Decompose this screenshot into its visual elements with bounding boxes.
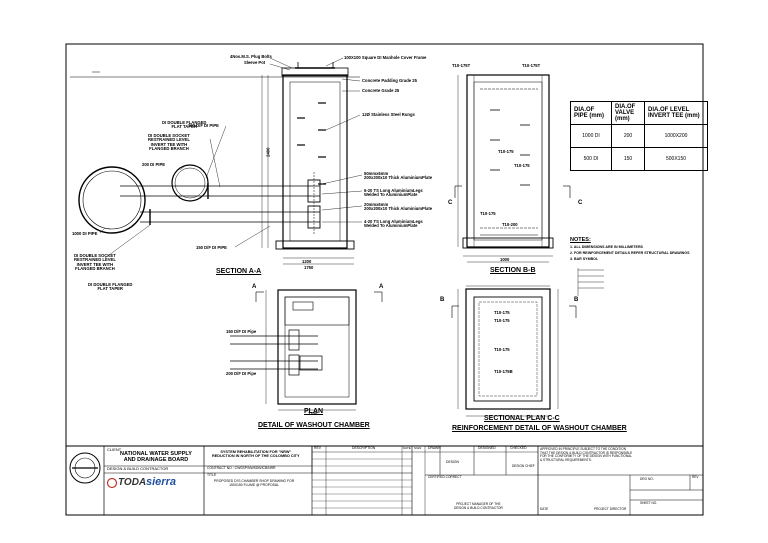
- tb-client: NATIONAL WATER SUPPLY AND DRAINAGE BOARD: [120, 451, 192, 464]
- label-1000-pipe: 1000 DI PIPE: [72, 231, 98, 236]
- label-socket-tee-top: DI DOUBLE SOCKET RESTRAINED LEVEL INVERT…: [148, 133, 190, 152]
- title-section-aa: SECTION A-A: [216, 268, 262, 275]
- label-manhole-cover: 100X100 Square DI Manhole Cover Frame: [344, 55, 427, 60]
- label-plan-pipe-150: 150 D/F DI Pipe: [226, 329, 257, 334]
- tb-date-2: DATE: [540, 507, 549, 511]
- label-anchor-2: 6-20 TS Long AluminiumLegs Welded To Alu…: [364, 188, 423, 198]
- marker-c-right: C: [578, 200, 583, 206]
- tb-contract-no: CONTRACT NO : CWSSP/NWSDB/ICB/NRR: [207, 466, 276, 470]
- tb-project: SYSTEM REHABILITATION FOR "NRW" REDUCTIO…: [212, 450, 300, 459]
- table-row: 1000 DI 200 1000X200: [570, 124, 708, 148]
- spec-header-tee: DIA.OF LEVEL INVERT TEE (mm): [644, 101, 708, 125]
- marker-c-left: C: [448, 200, 453, 206]
- label-concrete-padding: Concrete Padding Grade 25: [362, 78, 417, 83]
- spec-cell: 500X150: [644, 147, 708, 171]
- marker-a-right: A: [379, 284, 384, 290]
- tb-rev: REV: [314, 446, 321, 450]
- label-socket-tee-bottom: DI DOUBLE SOCKET RESTRAINED LEVEL INVERT…: [74, 253, 116, 272]
- label-flanged-taper-bottom: DI DOUBLE FLANGED FLAT TAPER: [88, 282, 133, 292]
- label-bar-t2: T10-175T: [522, 63, 541, 68]
- dim-bb-1: 1000: [500, 257, 510, 262]
- note-item: 2. FOR REINFORCEMENT DETAILS REFER STRUC…: [570, 251, 690, 255]
- dim-aa-1: 1200: [302, 259, 312, 264]
- tb-design-chief: DESIGN CHIEF: [512, 464, 535, 468]
- tb-sign: SIGN: [414, 446, 422, 450]
- spec-cell: 1000X200: [644, 124, 708, 148]
- label-150-pipe: 150 D/F DI PIPE: [188, 123, 219, 128]
- tb-drawing-title: PROPOSED DI'S CHAMBER SHOP DRAWING FOR 1…: [214, 479, 295, 487]
- spec-header-pipe: DIA.OF PIPE (mm): [570, 101, 612, 125]
- tb-design: DESIGN: [446, 460, 459, 464]
- label-bar-cc-2: T10-175: [494, 318, 510, 323]
- label-anchor-3: 20mmx6mm 200x200x10 Thick AluminiumPlate: [364, 202, 433, 212]
- tb-project-director: PROJECT DIRECTOR: [594, 507, 627, 511]
- label-bar-t1: T10-175T: [452, 63, 471, 68]
- notes-heading: NOTES:: [570, 237, 591, 243]
- title-section-bb: SECTION B-B: [490, 267, 536, 274]
- tb-date: DATE: [403, 446, 411, 450]
- tb-drawn: DRAWN: [428, 446, 441, 450]
- label-bar-t5: T10-175: [480, 211, 496, 216]
- label-200-pipe: 200 DI PIPE: [142, 162, 166, 167]
- spec-cell: 150: [611, 147, 645, 171]
- title-plan: PLAN: [304, 408, 324, 415]
- tb-brand-toda: TODA: [118, 477, 147, 488]
- label-bar-t3: T10-175: [498, 149, 514, 154]
- label-plan-pipe-200: 200 D/F DI Pipe: [226, 371, 257, 376]
- tb-checked: CHECKED: [510, 446, 527, 450]
- label-anchor-1: 50mmx6mm 200x200x10 Thick AluminiumPlate: [364, 171, 433, 181]
- label-bar-t4: T10-175: [514, 163, 530, 168]
- label-bar-cc-1: T10-175: [494, 310, 510, 315]
- label-rungs: 12Ø Stainless Steel Rungs: [362, 112, 415, 117]
- spec-table: DIA.OF PIPE (mm) DIA.OF VALVE (mm) DIA.O…: [570, 101, 708, 171]
- spec-cell: 500 DI: [570, 147, 612, 171]
- table-row: 500 DI 150 500X150: [570, 147, 708, 171]
- dim-aa-2: 1750: [304, 265, 314, 270]
- title-sectional-plan: SECTIONAL PLAN C-C: [484, 415, 560, 422]
- title-detail: DETAIL OF WASHOUT CHAMBER: [258, 422, 370, 429]
- label-bar-t6: T10-200: [502, 222, 518, 227]
- label-concrete-grade: Concrete Grade 25: [362, 88, 400, 93]
- dim-aa-height: 2400: [265, 147, 271, 157]
- title-reinforcement: REINFORCEMENT DETAIL OF WASHOUT CHAMBER: [452, 425, 627, 432]
- label-anchor-4: 4-20 TS Long AluminiumLegs Welded To Alu…: [364, 219, 423, 229]
- label-150-pipe-bottom: 150 D/F DI PIPE: [196, 245, 227, 250]
- tb-approval: APPROVED IN PRINCIPLE SUBJECT TO THE CON…: [540, 447, 633, 462]
- note-item: 1. ALL DIMENSIONS ARE IN MILLIMETERS: [570, 245, 643, 249]
- notes: NOTES: 1. ALL DIMENSIONS ARE IN MILLIMET…: [570, 237, 690, 261]
- spec-header-row: DIA.OF PIPE (mm) DIA.OF VALVE (mm) DIA.O…: [570, 101, 708, 125]
- dim-plan: 1200: [308, 411, 318, 416]
- label-plug-bolts: 4Nos.M.S. Plug Bolts: [230, 54, 272, 59]
- label-sleeve-pot: Sleeve Pot: [244, 60, 266, 65]
- marker-b-left: B: [440, 297, 445, 303]
- tb-rev-2: REV: [692, 475, 699, 479]
- tb-client-label: CLIENT: [107, 447, 122, 452]
- spec-cell: 1000 DI: [570, 124, 612, 148]
- marker-a-left: A: [252, 284, 257, 290]
- tb-certified: CERTIFIED CORRECT: [428, 475, 462, 479]
- label-bar-cc-4: T10-175B: [494, 369, 513, 374]
- tb-designed: DESIGNED: [478, 446, 496, 450]
- tb-title-label: TITLE: [207, 473, 217, 477]
- tb-description: DESCRIPTION: [352, 446, 376, 450]
- tb-sheet-no: SHEET NO.: [640, 501, 658, 505]
- spec-cell: 200: [611, 124, 645, 148]
- marker-b-right: B: [574, 297, 579, 303]
- label-bar-cc-3: T10-175: [494, 347, 510, 352]
- note-item: 3. BAR SYMBOL: [570, 257, 599, 261]
- spec-header-valve: DIA.OF VALVE (mm): [611, 101, 645, 125]
- tb-project-manager: PROJECT MANAGER OF THE DESIGN & BUILD CO…: [454, 502, 503, 510]
- tb-contractor-label: DESIGN & BUILD CONTRACTOR: [107, 466, 169, 471]
- tb-drg-no: DRG NO.: [640, 477, 654, 481]
- tb-brand-sierra: sierra: [146, 476, 176, 488]
- label-flanged-taper-top: DI DOUBLE FLANGED FLAT TAPER: [162, 120, 207, 130]
